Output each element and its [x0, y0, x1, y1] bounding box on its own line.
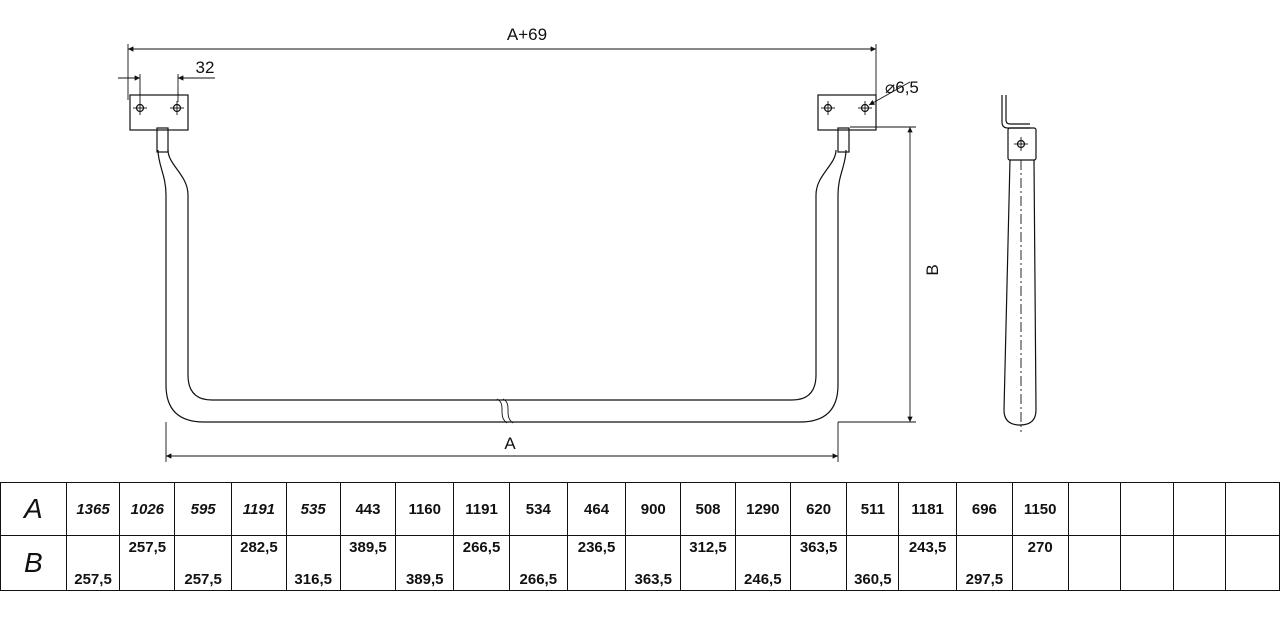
table-cell-b-value: 236,5	[577, 539, 616, 556]
table-cell-a	[1172, 482, 1227, 536]
table-cell-a: 1160	[395, 482, 455, 536]
table-cell-a: 1150	[1011, 482, 1069, 536]
dimension-plate-width-label: 32	[196, 58, 215, 77]
handle-side-view	[1001, 95, 1037, 432]
dimension-hole-diameter-label: ⌀6,5	[885, 78, 919, 97]
table-cell-a: 1365	[65, 482, 121, 536]
dimension-top-width: A+69	[127, 25, 877, 100]
dimension-bottom-width-label: A	[504, 434, 516, 453]
table-cell-b	[1120, 535, 1174, 591]
table-cell-b: 243,5	[898, 535, 958, 591]
row-label-b: B	[0, 535, 67, 591]
table-cell-b: 246,5	[734, 535, 791, 591]
dimension-plate-width: 32	[118, 58, 215, 102]
table-cell-a	[1067, 482, 1122, 536]
table-cell-b-value: 246,5	[744, 571, 782, 588]
table-cell-b-value: 363,5	[799, 539, 838, 556]
table-cell-b: 257,5	[174, 535, 232, 591]
table-cell-a: 508	[680, 482, 736, 536]
table-cell-b: 316,5	[285, 535, 341, 591]
table-cell-b-value: 363,5	[634, 571, 673, 588]
table-cell-a: 696	[956, 482, 1013, 536]
table-cell-b-value: 257,5	[128, 539, 167, 556]
table-cell-b: 363,5	[789, 535, 848, 591]
table-cell-a: 900	[625, 482, 682, 536]
table-cell-b: 266,5	[453, 535, 510, 591]
table-cell-b: 282,5	[231, 535, 287, 591]
table-cell-b: 389,5	[339, 535, 397, 591]
table-cell-a: 595	[174, 482, 232, 536]
table-cell-b-value: 243,5	[908, 539, 947, 556]
table-cell-a: 1181	[898, 482, 958, 536]
dimension-bottom-width: A	[165, 422, 839, 462]
table-cell-b-value: 312,5	[689, 539, 727, 556]
table-cell-b-value: 297,5	[965, 571, 1004, 588]
table-cell-a: 620	[789, 482, 848, 536]
table-cell-a: 1191	[453, 482, 510, 536]
table-cell-b	[1067, 535, 1122, 591]
table-cell-b-value: 360,5	[854, 571, 892, 588]
table-cell-b-value: 257,5	[74, 571, 112, 588]
table-cell-a: 511	[846, 482, 900, 536]
table-cell-b-value: 389,5	[349, 539, 387, 556]
table-cell-b: 297,5	[956, 535, 1013, 591]
table-cell-a: 1191	[231, 482, 287, 536]
handle-front-view	[157, 149, 847, 424]
table-cell-b-value: 389,5	[405, 571, 444, 588]
dimension-height: B	[838, 126, 942, 423]
table-cell-b: 266,5	[508, 535, 568, 591]
table-cell-a: 535	[285, 482, 341, 536]
table-cell-a: 443	[339, 482, 397, 536]
left-mounting-plate	[129, 94, 189, 153]
dimension-top-width-label: A+69	[507, 25, 547, 44]
table-cell-b: 257,5	[119, 535, 176, 591]
table-cell-b: 312,5	[680, 535, 736, 591]
table-cell-a: 1026	[119, 482, 176, 536]
right-mounting-plate	[817, 94, 877, 153]
table-cell-b	[1225, 535, 1280, 591]
table-cell-b-value: 257,5	[184, 571, 222, 588]
table-cell-b: 363,5	[625, 535, 682, 591]
table-cell-b: 360,5	[846, 535, 900, 591]
table-cell-b-value: 282,5	[240, 539, 278, 556]
table-cell-b-value: 270	[1027, 539, 1053, 556]
table-cell-a	[1120, 482, 1174, 536]
table-row-b: B 257,5 257,5 257,5 282,5 316,5 389,5 389,5 266…	[0, 535, 1280, 591]
table-cell-a: 534	[508, 482, 568, 536]
table-cell-a: 1290	[734, 482, 791, 536]
table-cell-a	[1225, 482, 1280, 536]
table-cell-b: 270	[1011, 535, 1069, 591]
table-cell-a: 464	[566, 482, 627, 536]
technical-drawing: A+69 32 ⌀6,5	[118, 25, 1037, 462]
table-cell-b: 236,5	[566, 535, 627, 591]
table-cell-b: 257,5	[65, 535, 121, 591]
table-cell-b: 389,5	[395, 535, 455, 591]
table-cell-b-value: 316,5	[294, 571, 332, 588]
dimension-height-label: B	[923, 264, 942, 275]
table-cell-b-value: 266,5	[519, 571, 558, 588]
dimension-hole-diameter: ⌀6,5	[868, 78, 919, 106]
table-cell-b	[1172, 535, 1227, 591]
table-cell-b-value: 266,5	[462, 539, 501, 556]
row-label-a: A	[0, 482, 67, 536]
